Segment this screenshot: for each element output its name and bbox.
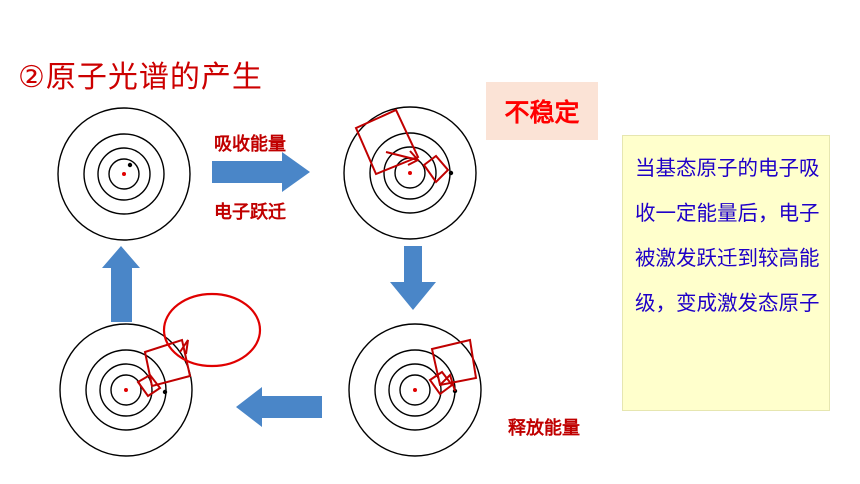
atom-emission-state bbox=[59, 292, 262, 457]
arrow-up bbox=[102, 246, 140, 322]
arrow-left bbox=[236, 387, 322, 427]
cycle-arrows bbox=[102, 152, 436, 427]
page-title: ②原子光谱的产生 bbox=[18, 60, 263, 95]
atom-releasing-state bbox=[348, 323, 482, 457]
electron-transition-path bbox=[354, 108, 450, 184]
emission-highlight-ellipse bbox=[162, 292, 262, 368]
explanation-note: 当基态原子的电子吸收一定能量后，电子被激发跃迁到较高能级，变成激发态原子 bbox=[622, 135, 830, 411]
unstable-tag: 不稳定 bbox=[486, 82, 598, 140]
electron-transition-path bbox=[428, 338, 478, 396]
atom-excited-state bbox=[343, 106, 477, 240]
arrow-down bbox=[390, 246, 436, 310]
arrow-right bbox=[212, 152, 310, 192]
label-absorb-energy: 吸收能量 bbox=[214, 134, 286, 155]
label-electron-transition: 电子跃迁 bbox=[214, 202, 286, 223]
electron-transition-path bbox=[136, 338, 192, 398]
atom-ground-state bbox=[57, 107, 191, 241]
label-release-energy: 释放能量 bbox=[508, 418, 580, 439]
